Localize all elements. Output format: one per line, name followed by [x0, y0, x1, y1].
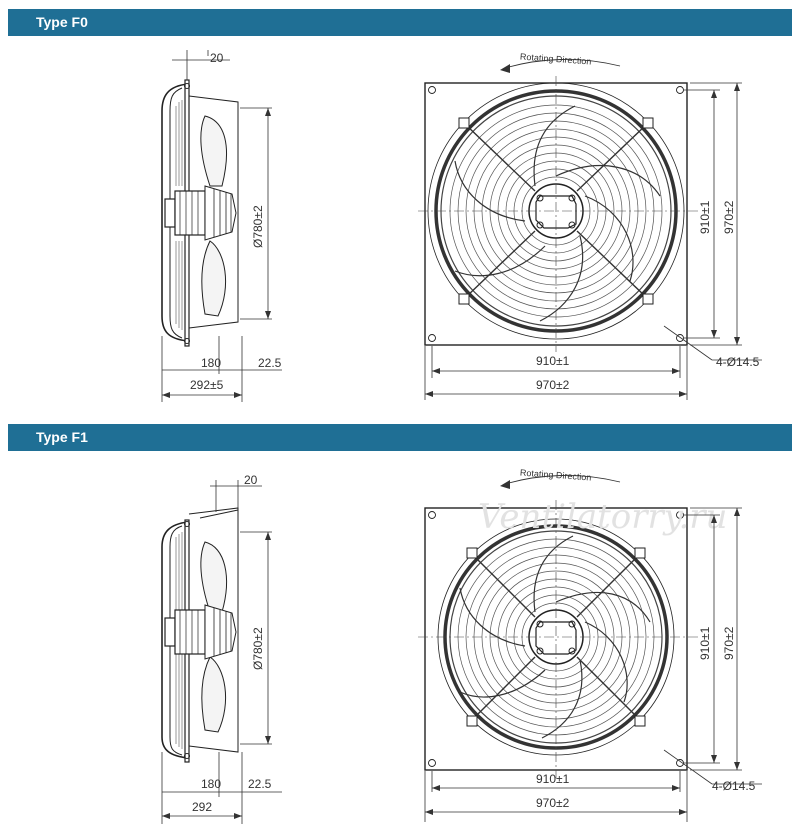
dim-hole-spacing-v-label: 910±1 — [698, 626, 712, 660]
front-view — [418, 474, 700, 778]
mounting-holes-label: 4-Ø14.5 — [716, 355, 760, 369]
mounting-holes-label: 4-Ø14.5 — [712, 779, 756, 793]
side-view — [161, 507, 239, 763]
dim-plate-height-label: 970±2 — [722, 200, 736, 234]
dim-diameter-label: Ø780±2 — [251, 205, 265, 248]
dim-total-label: 292±5 — [190, 378, 224, 392]
dim-plate-width-label: 970±2 — [536, 796, 570, 810]
section-title: Type F0 — [36, 14, 88, 30]
section-header-f1: Type F1 — [8, 424, 792, 451]
side-dimensions — [161, 480, 282, 824]
section-header-f0: Type F0 — [8, 9, 792, 36]
watermark: Ventilatorry.ru — [478, 497, 727, 537]
dim-depth-a-label: 180 — [201, 777, 221, 791]
dim-plate-width-label: 970±2 — [536, 378, 570, 392]
dim-flange-label: 20 — [244, 473, 258, 487]
front-dimensions — [424, 82, 762, 400]
dim-depth-b-label: 22.5 — [248, 777, 272, 791]
section-title: Type F1 — [36, 429, 88, 445]
dim-hole-spacing-h-label: 910±1 — [536, 354, 570, 368]
dim-plate-height-label: 970±2 — [722, 626, 736, 660]
rotating-direction-label: Rotating Direction — [520, 468, 592, 483]
side-view — [161, 79, 239, 347]
dim-diameter-label: Ø780±2 — [251, 627, 265, 670]
front-view — [418, 58, 700, 352]
rotating-direction-label: Rotating Direction — [520, 52, 592, 67]
dim-hole-spacing-h-label: 910±1 — [536, 772, 570, 786]
side-dimensions — [161, 50, 282, 402]
dim-depth-b-label: 22.5 — [258, 356, 282, 370]
dim-hole-spacing-v-label: 910±1 — [698, 200, 712, 234]
fan-drawing-f0: 20 Ø780±2 180 22.5 292±5 — [161, 50, 762, 402]
dim-total-label: 292 — [192, 800, 212, 814]
dim-depth-a-label: 180 — [201, 356, 221, 370]
front-dimensions — [424, 507, 762, 822]
dim-flange-label: 20 — [210, 51, 224, 65]
fan-drawing-f1: 20 Ø780±2 180 22.5 292 — [161, 468, 762, 824]
